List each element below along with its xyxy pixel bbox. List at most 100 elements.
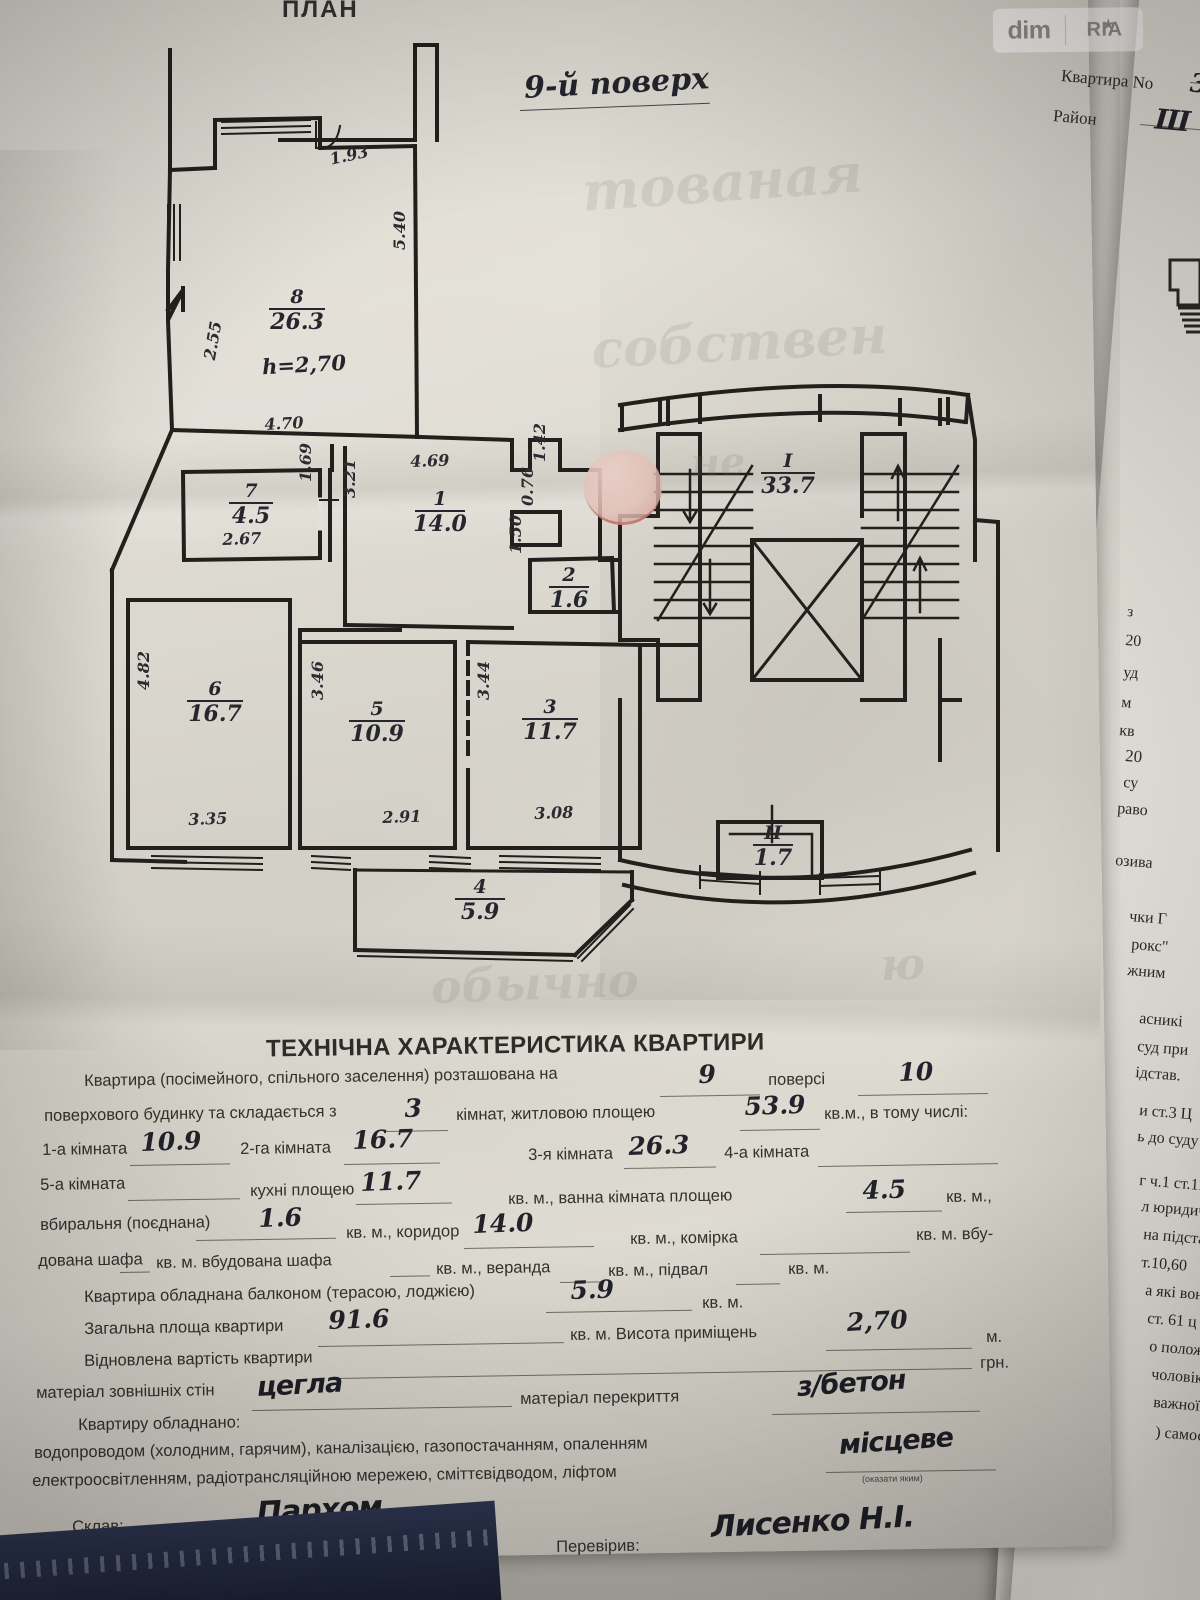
fragment-text: т.10,60 bbox=[1140, 1254, 1188, 1275]
toilet-rule bbox=[196, 1237, 336, 1241]
dimension-label: 3.08 bbox=[534, 802, 574, 823]
basement-label: кв. м., підвал bbox=[608, 1260, 709, 1280]
floor-material-value: з/бетон bbox=[796, 1364, 907, 1403]
room1-rule bbox=[130, 1163, 231, 1166]
room5-label: 5-а кімната bbox=[40, 1174, 126, 1194]
room3-label: 3-я кімната bbox=[528, 1144, 614, 1164]
corridor-value: 14.0 bbox=[472, 1207, 534, 1239]
utilities-line-2: електроосвітленням, радіотрансляційною м… bbox=[32, 1462, 617, 1490]
star-icon: ★ bbox=[1102, 16, 1115, 32]
wall-material-rule bbox=[252, 1405, 512, 1411]
ghost-mark: ю bbox=[880, 938, 926, 991]
cabinet-label-b: кв. м. вбудована шафа bbox=[156, 1251, 332, 1272]
dimension-label: 3.46 bbox=[308, 661, 327, 700]
heating-hint: (оказати яким) bbox=[862, 1473, 923, 1484]
room-number: 2 bbox=[562, 564, 576, 586]
dimension-label: 3.44 bbox=[474, 661, 493, 700]
room-label-7: 7 4.5 bbox=[216, 482, 286, 527]
cabinet-rule-b bbox=[390, 1275, 431, 1277]
veranda-label: кв. м., веранда bbox=[436, 1258, 551, 1278]
dimension-label: 2.91 bbox=[382, 806, 422, 827]
builtin-cabinet-unit: кв. м. вбу- bbox=[916, 1224, 994, 1244]
toilet-value: 1.6 bbox=[258, 1202, 303, 1233]
fragment-text: а які вон bbox=[1144, 1282, 1200, 1304]
room-label-divider bbox=[229, 502, 273, 504]
total-area-rule bbox=[318, 1342, 564, 1347]
form-title: ТЕХНІЧНА ХАРАКТЕРИСТИКА КВАРТИРИ bbox=[265, 1028, 765, 1063]
balcony-rule bbox=[546, 1309, 692, 1313]
room-number: I bbox=[783, 450, 793, 472]
wall-material-value: цегла bbox=[256, 1367, 343, 1403]
toilet-label: вбиральня (поєднана) bbox=[40, 1213, 211, 1234]
dimension-label: 5.40 bbox=[390, 211, 409, 250]
ceiling-height-value: 2,70 bbox=[846, 1304, 909, 1337]
room4-label: 4-а кімната bbox=[724, 1142, 810, 1162]
cabinet-label-a: дована шафа bbox=[38, 1250, 143, 1270]
bathroom-rule bbox=[846, 1210, 943, 1213]
balcony-label: Квартира обладнана балконом (терасою, ло… bbox=[84, 1281, 476, 1306]
room2-rule bbox=[344, 1162, 441, 1165]
room1-value: 10.9 bbox=[140, 1125, 202, 1157]
room-number: 1 bbox=[433, 488, 447, 510]
dimension-label: 4.82 bbox=[134, 651, 153, 690]
room2-label: 2-га кімната bbox=[240, 1138, 332, 1158]
fragment-text: ь до суду bbox=[1136, 1128, 1200, 1150]
balcony-value: 5.9 bbox=[570, 1274, 615, 1305]
form-line-location-prefix: Квартира (посімейного, спільного заселен… bbox=[84, 1064, 558, 1090]
room-label-divider bbox=[269, 308, 325, 310]
form-line-rooms-prefix: поверхового будинку та складається з bbox=[44, 1102, 337, 1125]
restored-cost-unit: грн. bbox=[980, 1353, 1010, 1372]
ghost-mark: не bbox=[690, 438, 747, 487]
apartment-technical-characteristics-form: ТЕХНІЧНА ХАРАКТЕРИСТИКА КВАРТИРИ Квартир… bbox=[0, 1010, 1120, 1570]
room-label-divider bbox=[455, 898, 505, 900]
dimension-label: 0.76 bbox=[518, 467, 537, 506]
living-area-value: 53.9 bbox=[744, 1089, 806, 1121]
floor-plan-drawing bbox=[109, 43, 1000, 963]
room-label-2: 2 1.6 bbox=[538, 566, 600, 611]
fragment-text: ) самост bbox=[1154, 1424, 1200, 1446]
floor-value: 9 bbox=[698, 1059, 717, 1089]
room-label-divider bbox=[349, 720, 405, 722]
room-8-ceiling-height: h=2,70 bbox=[261, 349, 347, 380]
room-number: 8 bbox=[290, 286, 304, 308]
room-area: 5.9 bbox=[460, 899, 500, 925]
fragment-text: л юридич bbox=[1140, 1198, 1200, 1221]
floor-plan: ПЛАН 9-й поверх 8 26.3 h=2,70 7 4.5 1 14… bbox=[109, 0, 1000, 1014]
floor-material-label: матеріал перекриття bbox=[520, 1387, 680, 1408]
room-area: 4.5 bbox=[231, 503, 271, 529]
room-number: 6 bbox=[208, 678, 222, 700]
bathroom-value: 4.5 bbox=[862, 1174, 907, 1205]
room-label-3: 3 11.7 bbox=[505, 698, 595, 743]
room-area: 33.7 bbox=[761, 473, 815, 499]
living-area-rule bbox=[740, 1128, 821, 1131]
kitchen-value: 11.7 bbox=[360, 1165, 422, 1197]
room-area: 1.6 bbox=[549, 587, 589, 613]
room-label-divider bbox=[753, 844, 793, 846]
floors-total-rule bbox=[858, 1092, 988, 1096]
room-label-divider bbox=[415, 510, 465, 512]
room2-value: 16.7 bbox=[352, 1123, 414, 1155]
total-area-label: Загальна площа квартири bbox=[84, 1316, 284, 1338]
checked-by-signature: Лисенко Н.І. bbox=[710, 1499, 915, 1545]
bathroom-unit: кв. м., bbox=[946, 1187, 992, 1206]
fragment-text: ідстав. bbox=[1134, 1064, 1182, 1085]
ceiling-height-label: кв. м. Висота приміщень bbox=[570, 1323, 758, 1344]
dimension-label: 4.69 bbox=[410, 450, 450, 471]
room-label-5: 5 10.9 bbox=[332, 700, 422, 745]
ghost-mark: обычно bbox=[430, 952, 640, 1014]
room-number: 7 bbox=[244, 480, 258, 502]
room-label-6: 6 16.7 bbox=[170, 680, 260, 725]
dimension-label: 1.50 bbox=[506, 515, 525, 554]
fragment-text: о полож bbox=[1148, 1338, 1200, 1360]
room4-rule bbox=[818, 1163, 998, 1167]
utilities-line-1: водопроводом (холодним, гарячим), каналі… bbox=[34, 1434, 648, 1462]
fragment-text: асникі bbox=[1138, 1010, 1184, 1031]
room-number: 3 bbox=[543, 696, 557, 718]
room-label-II: II 1.7 bbox=[742, 824, 804, 869]
corridor-label: кв. м., коридор bbox=[346, 1222, 460, 1242]
room-label-1: 1 14.0 bbox=[400, 488, 480, 536]
floor-material-rule bbox=[772, 1410, 980, 1415]
room5-rule bbox=[128, 1198, 241, 1201]
ceiling-height-unit: м. bbox=[986, 1327, 1003, 1346]
